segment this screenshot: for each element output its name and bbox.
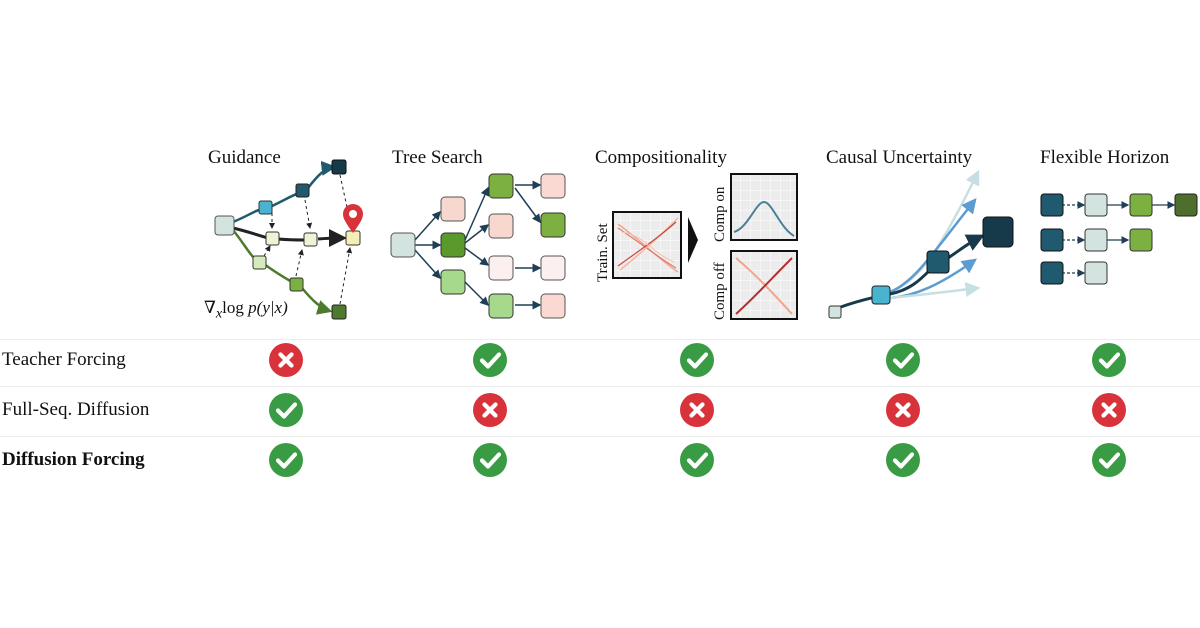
tree-search-diagram bbox=[390, 173, 566, 319]
check-icon bbox=[680, 443, 714, 477]
check-icon bbox=[269, 443, 303, 477]
check-icon bbox=[1092, 443, 1126, 477]
guidance-formula: ∇xlog p(y|x) bbox=[204, 298, 288, 322]
cross-icon bbox=[473, 393, 507, 427]
check-icon bbox=[680, 343, 714, 377]
row-label-teacher-forcing: Teacher Forcing bbox=[2, 349, 126, 370]
comp-off-label: Comp off bbox=[712, 262, 728, 320]
check-icon bbox=[886, 343, 920, 377]
row-separator bbox=[0, 339, 1200, 340]
flexible-horizon-diagram bbox=[1040, 193, 1198, 285]
check-icon bbox=[886, 443, 920, 477]
check-icon bbox=[1092, 343, 1126, 377]
cross-icon bbox=[269, 343, 303, 377]
column-title-tree-search: Tree Search bbox=[392, 147, 483, 168]
compositionality-diagram bbox=[612, 173, 798, 320]
cross-icon bbox=[1092, 393, 1126, 427]
check-icon bbox=[473, 343, 507, 377]
train-set-label: Train. Set bbox=[595, 223, 611, 282]
check-icon bbox=[473, 443, 507, 477]
cross-icon bbox=[680, 393, 714, 427]
location-pin-icon bbox=[343, 204, 363, 233]
column-title-causal-uncertainty: Causal Uncertainty bbox=[826, 147, 973, 168]
column-title-flexible-horizon: Flexible Horizon bbox=[1040, 147, 1170, 168]
causal-uncertainty-diagram bbox=[828, 169, 1014, 319]
row-separator bbox=[0, 436, 1200, 437]
row-label-diffusion-forcing: Diffusion Forcing bbox=[2, 449, 145, 470]
column-title-guidance: Guidance bbox=[208, 147, 281, 168]
cross-icon bbox=[886, 393, 920, 427]
guidance-diagram bbox=[214, 159, 363, 320]
column-title-compositionality: Compositionality bbox=[595, 147, 727, 168]
comp-on-label: Comp on bbox=[712, 186, 728, 242]
check-icon bbox=[269, 393, 303, 427]
row-label-full-seq-diffusion: Full-Seq. Diffusion bbox=[2, 399, 150, 420]
row-separator bbox=[0, 386, 1200, 387]
